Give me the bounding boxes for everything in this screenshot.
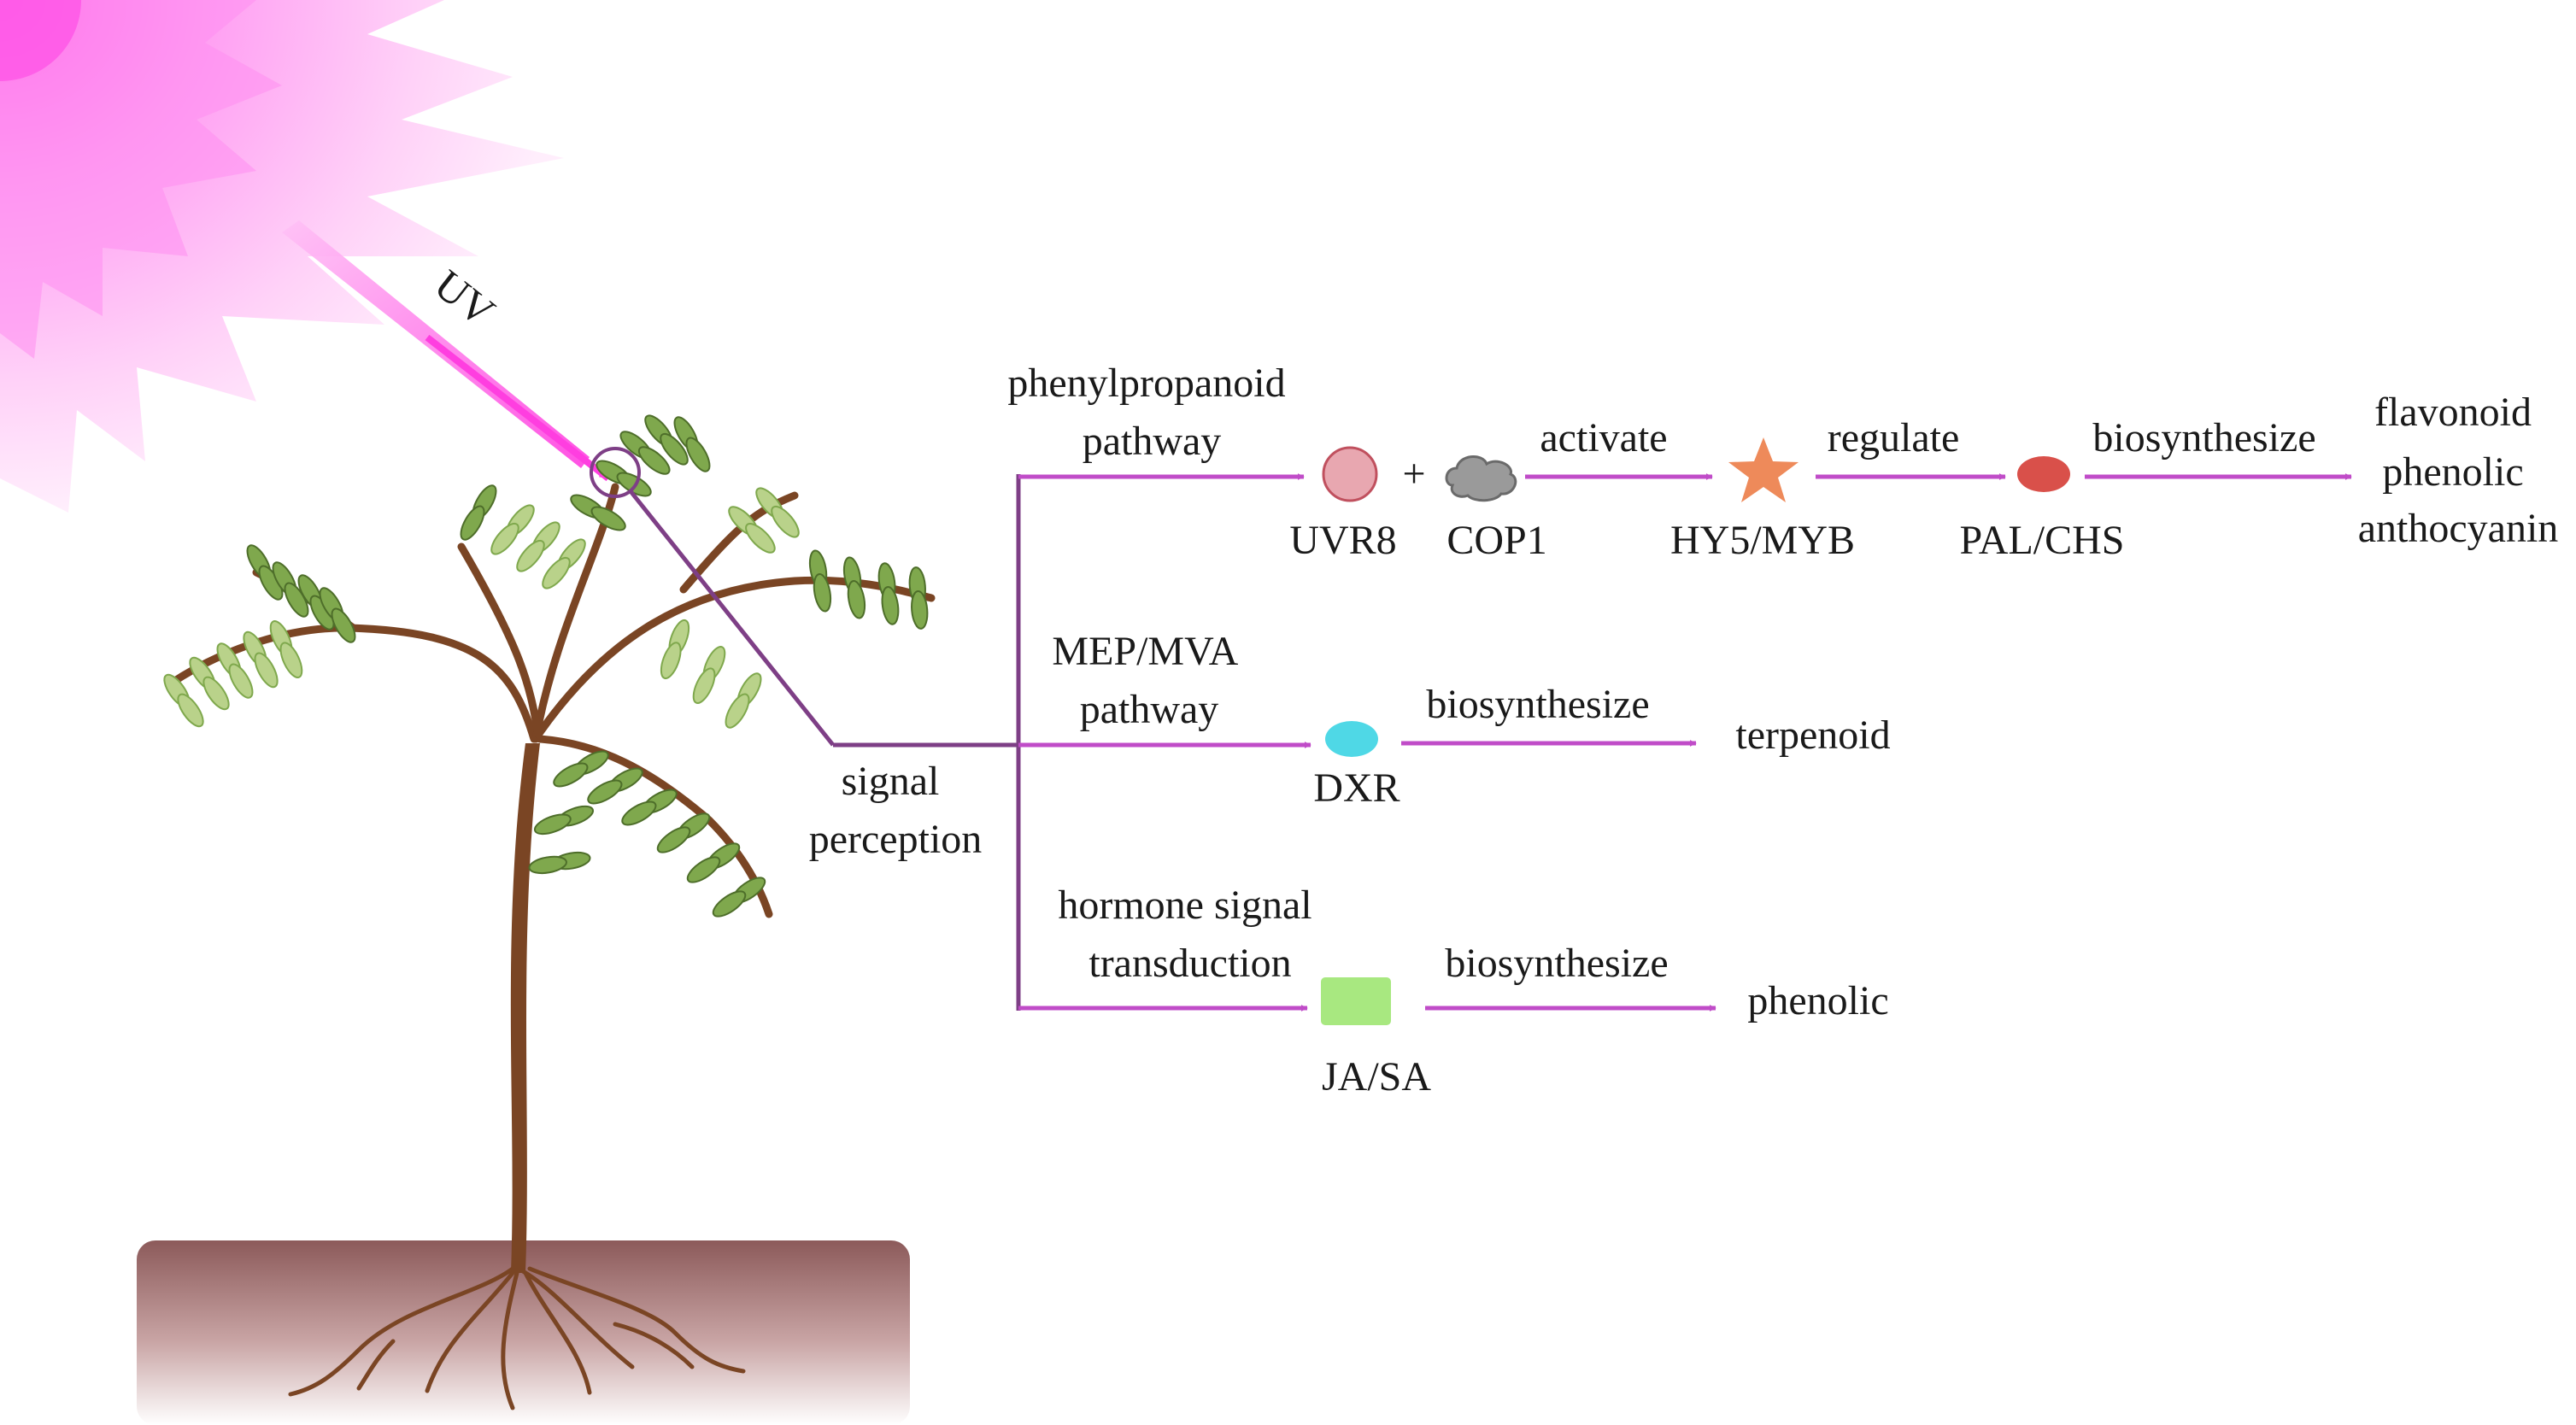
plus-sign: + [1402,451,1425,496]
terpenoid-label: terpenoid [1735,712,1890,758]
hormone-label: hormone signal transduction [1058,883,1322,986]
dxr-icon [1325,721,1378,757]
signal-perception-label: signal perception [809,759,983,862]
phenylpropanoid-products: flavonoid phenolic anthocyanin [2358,390,2559,551]
soil [137,1240,910,1425]
phenylpropanoid-label: phenylpropanoid pathway [1007,361,1295,464]
uv-beam [282,220,611,482]
hy5-myb-icon [1728,437,1799,502]
perception-site [590,447,641,498]
signal-connector [629,490,835,747]
biosynthesize-label-bottom: biosynthesize [1445,941,1668,986]
pal-chs-label: PAL/CHS [1960,518,2125,563]
mep-mva-pathway: MEP/MVA pathway DXR biosynthesize terpen… [1018,629,1891,811]
uv-label: UV [425,261,503,337]
dxr-label: DXR [1313,765,1399,811]
regulate-label: regulate [1828,415,1960,460]
mep-mva-label: MEP/MVA pathway [1052,629,1246,732]
plant [158,410,936,1410]
fern-frond-left [158,541,361,731]
phenolic-label-bottom: phenolic [1747,978,1888,1023]
hy5-myb-label: HY5/MYB [1670,518,1855,563]
pal-chs-icon [2017,456,2070,492]
biosynthesize-label-mid: biosynthesize [1426,682,1649,727]
biosynthesize-label-top: biosynthesize [2092,415,2315,460]
cop1-icon [1445,455,1517,502]
uvr8-label: UVR8 [1289,518,1396,563]
phenylpropanoid-pathway: phenylpropanoid pathway UVR8 + COP1 acti… [1007,361,2558,563]
activate-label: activate [1540,415,1667,460]
hormone-pathway: hormone signal transduction JA/SA biosyn… [1018,883,1889,1100]
ja-sa-icon [1321,977,1391,1025]
uvr8-icon [1322,446,1378,502]
cop1-label: COP1 [1446,518,1546,563]
sun-icon [0,0,564,513]
ja-sa-label: JA/SA [1322,1054,1431,1100]
